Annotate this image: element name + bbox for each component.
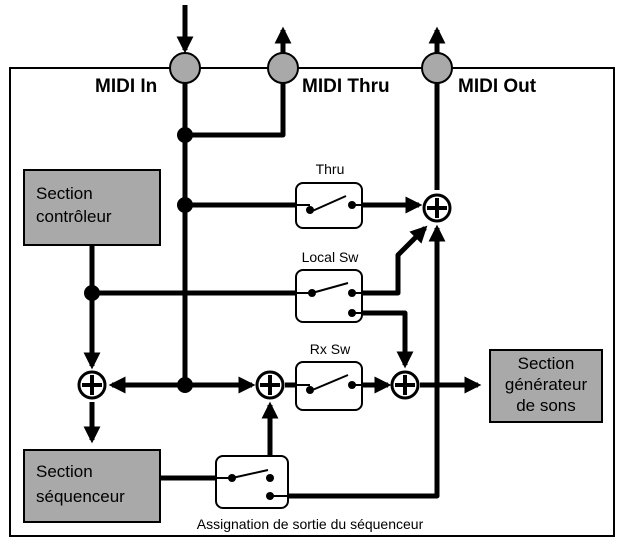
assign-to-out [270, 224, 446, 499]
midi-out-label: MIDI Out [458, 76, 537, 97]
mixer-plus-out [422, 193, 452, 223]
midi-in-port [169, 52, 201, 84]
controller-section-label-2: contrôleur [36, 207, 112, 226]
sequencer-section-label-2: séquenceur [36, 487, 125, 506]
generator-section-label-1: Section [518, 354, 575, 373]
midi-thru-line [185, 26, 292, 138]
midi-thru-port [267, 52, 299, 84]
sequencer-output-label: Assignation de sortie du séquenceur [197, 516, 424, 532]
device-frame [9, 67, 615, 537]
sequencer-section-box [23, 449, 161, 523]
sequencer-section-label-1: Section [36, 462, 93, 481]
junction-dot [177, 127, 193, 143]
mixer-plus-generator [390, 370, 420, 400]
mixer-plus-mid [255, 370, 285, 400]
generator-section-label-3: de sons [516, 396, 576, 415]
midi-in-label: MIDI In [95, 76, 157, 97]
midi-thru-label: MIDI Thru [302, 76, 390, 97]
thru-switch-label: Thru [316, 161, 345, 177]
rx-switch-label: Rx Sw [310, 341, 351, 357]
mixer-plus-left [77, 370, 107, 400]
junction-dot [177, 377, 193, 393]
sequencer-output-switch [215, 455, 289, 509]
local-to-generator [358, 310, 414, 369]
junction-dot [177, 197, 193, 213]
local-switch-label: Local Sw [302, 249, 360, 265]
local-to-out [358, 225, 428, 296]
junction-dot [84, 285, 100, 301]
controller-section-label-1: Section [36, 184, 93, 203]
controller-section-box [23, 169, 161, 246]
generator-section-label-2: générateur [505, 375, 588, 394]
generator-section-box [489, 349, 603, 423]
midi-out-port [421, 52, 453, 84]
